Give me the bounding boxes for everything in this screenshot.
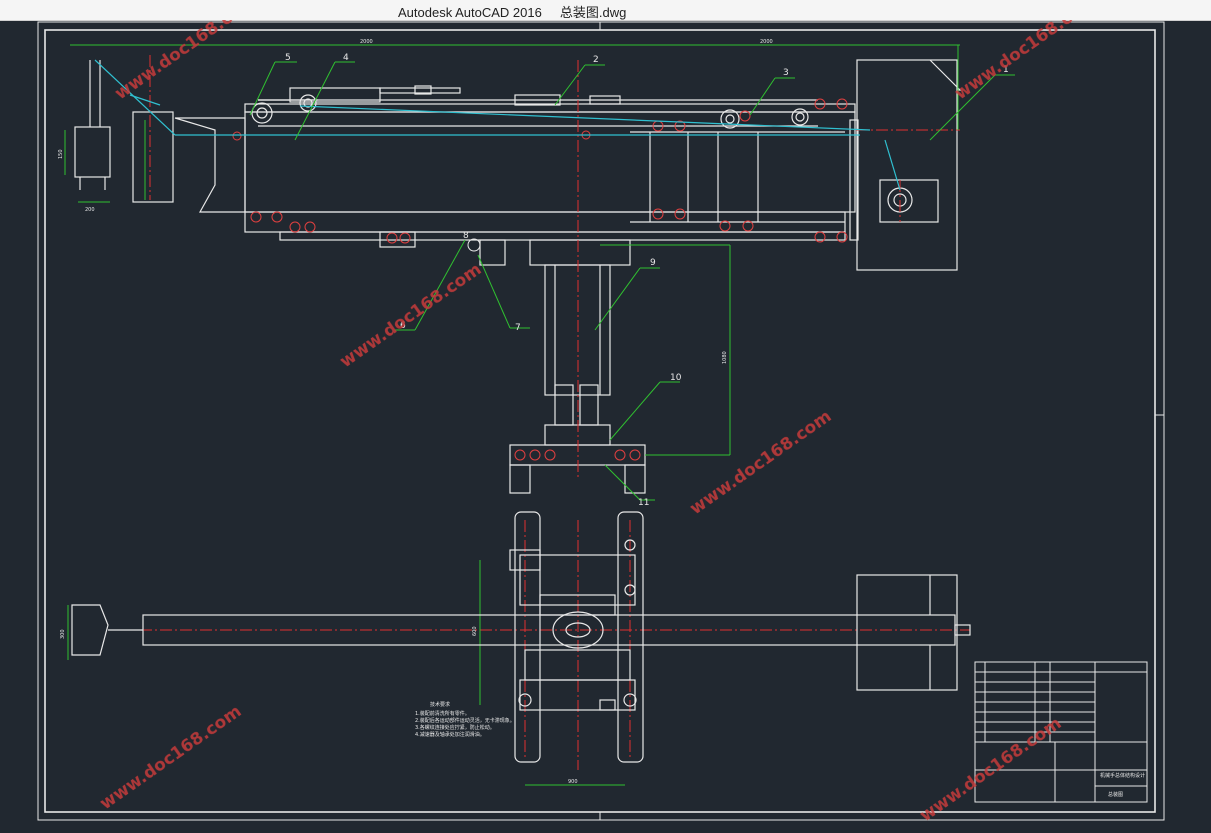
part-label-3: 3 [783,68,789,78]
part-label-1: 1 [1003,65,1009,75]
title-block-text: 机械手总体结构设计 总装图 [1100,772,1145,798]
window-titlebar: Autodesk AutoCAD 2016 总装图.dwg [0,0,1211,21]
note-line-4: 4.减速器及轴承处加注润滑油。 [415,731,485,738]
technical-notes: 技术要求 1.装配前清洗所有零件。 2.装配后各运动部件运动灵活，无卡滞现象。 … [415,701,515,738]
upper-arm-assembly [74,59,962,494]
linkage-lines [94,59,901,191]
dim-top-right: 2000 [760,39,773,45]
part-label-5: 5 [285,53,291,63]
dim-left-bottom: 300 [60,629,66,639]
part-number-labels: 1 2 3 4 5 6 7 8 9 10 11 [285,53,1009,508]
dim-bottom: 900 [568,779,578,785]
dim-left-width: 200 [85,207,95,213]
part-label-11: 11 [638,498,649,508]
watermark-1: www.doc168.com [111,20,260,104]
part-label-9: 9 [650,258,656,268]
centerlines [120,55,970,770]
part-label-10: 10 [670,373,682,383]
notes-title: 技术要求 [430,701,450,708]
watermark-2: www.doc168.com [951,20,1100,104]
title-block [974,661,1148,803]
part-label-2: 2 [593,55,599,65]
dimension-labels: 2000 2000 1080 600 150 200 900 300 [58,39,773,785]
watermark-3: www.doc168.com [336,259,485,372]
watermark-4: www.doc168.com [686,406,835,519]
leaders-and-dimensions [64,44,1015,786]
part-label-8: 8 [463,231,469,241]
part-label-7: 7 [515,323,521,333]
part-label-4: 4 [343,53,349,63]
watermark-5: www.doc168.com [96,701,245,814]
rollers [232,98,848,461]
dim-mid-vertical: 600 [472,626,478,636]
dim-top-left: 2000 [360,39,373,45]
dim-left-small: 150 [58,149,64,159]
project-name: 机械手总体结构设计 [1100,772,1145,779]
note-line-1: 1.装配前清洗所有零件。 [415,710,470,717]
note-line-2: 2.装配后各运动部件运动灵活，无卡滞现象。 [415,717,515,724]
dim-vertical: 1080 [722,351,728,364]
note-line-3: 3.各螺纹连接处应拧紧，防止松动。 [415,724,495,731]
lower-plan-view [71,511,971,763]
window-title: Autodesk AutoCAD 2016 总装图.dwg [398,5,627,20]
part-label-6: 6 [400,321,406,331]
drawing-name: 总装图 [1108,791,1123,798]
drawing-frame [37,21,1165,821]
